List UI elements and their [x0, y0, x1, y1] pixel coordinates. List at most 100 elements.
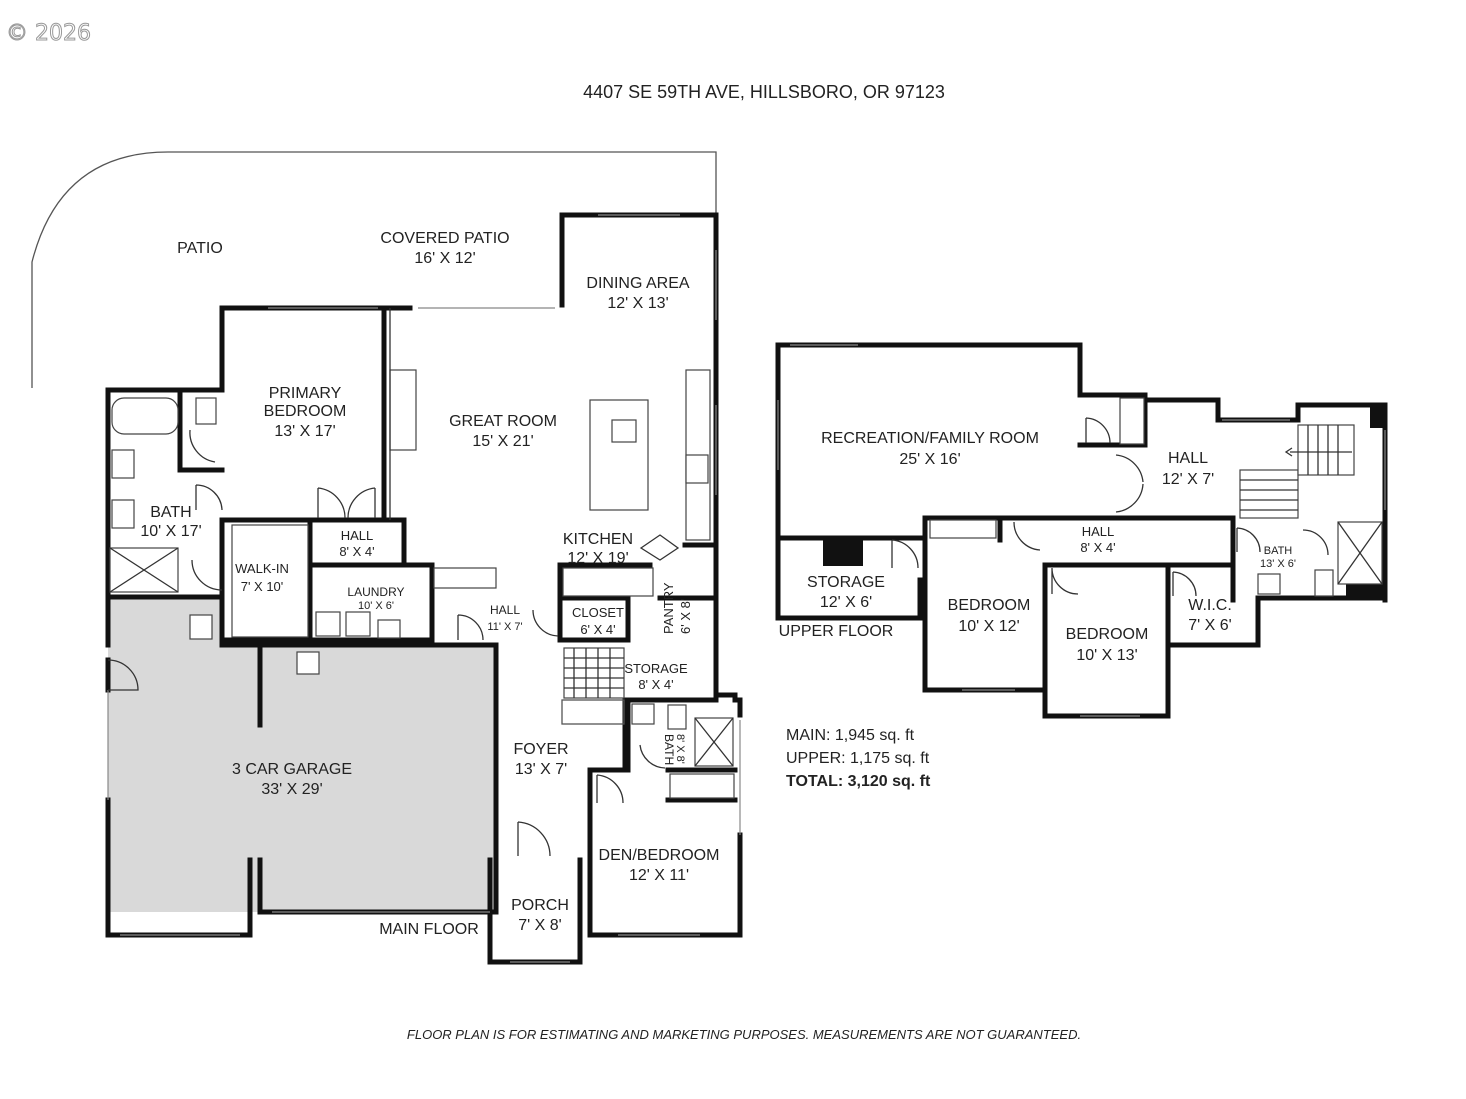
room-label-bath-small: BATH — [662, 734, 676, 765]
landing — [561, 699, 625, 725]
door-swing — [317, 487, 376, 519]
wall-block — [1346, 582, 1386, 600]
upper-exterior-walls — [775, 342, 1388, 719]
room-label-hall-2: HALL — [490, 603, 520, 617]
room-size-great-room: 15' X 21' — [472, 433, 533, 450]
room-label-bedroom-1: BEDROOM — [948, 597, 1031, 614]
room-label-bath-small-group: BATH 8' X 8' — [662, 734, 686, 765]
room-size-recreation: 25' X 16' — [899, 451, 960, 468]
upper-staircase — [1239, 424, 1355, 519]
door-swing — [1085, 417, 1111, 444]
door-swing — [639, 534, 680, 561]
area-main: MAIN: 1,945 sq. ft — [786, 727, 915, 744]
door-swing — [107, 659, 139, 691]
floor-label-main: MAIN FLOOR — [379, 921, 479, 938]
door-swing — [195, 484, 223, 511]
door-swing — [891, 539, 919, 569]
shower — [694, 717, 734, 767]
room-label-closet: CLOSET — [572, 605, 624, 620]
main-staircase — [563, 647, 625, 699]
patio-outline — [31, 151, 717, 388]
door-swing — [191, 559, 223, 591]
room-label-great-room: GREAT ROOM — [449, 413, 557, 430]
room-label-pantry: PANTRY — [661, 582, 676, 634]
room-label-storage-upper: STORAGE — [807, 574, 885, 591]
closet-outline — [231, 524, 309, 638]
range — [685, 454, 709, 484]
door-swing — [596, 774, 624, 804]
closet-rod — [1119, 397, 1145, 445]
room-size-dining: 12' X 13' — [607, 295, 668, 312]
room-size-porch: 7' X 8' — [518, 917, 561, 934]
water-heater — [189, 614, 213, 640]
main-floor-plan: PATIO COVERED PATIO 16' X 12' DINING ARE… — [31, 151, 743, 965]
fireplace — [389, 369, 417, 451]
room-label-primary-bedroom-1: PRIMARY — [269, 385, 342, 402]
room-label-dining: DINING AREA — [586, 275, 689, 292]
laundry-sink — [377, 619, 401, 639]
room-size-pantry: 6' X 8' — [678, 599, 693, 634]
closet-rod — [929, 519, 997, 539]
chimney-block — [823, 540, 863, 566]
door-swing — [532, 609, 559, 637]
door-swing — [189, 429, 216, 463]
room-size-primary-bedroom: 13' X 17' — [274, 423, 335, 440]
door-swing — [457, 614, 484, 641]
kitchen-island — [589, 399, 649, 511]
door-swing — [1302, 529, 1329, 556]
vanity-sink — [111, 499, 135, 529]
room-size-bedroom-1: 10' X 12' — [958, 618, 1019, 635]
room-size-closet: 6' X 4' — [580, 622, 615, 637]
room-label-bath-upper: BATH — [1264, 545, 1293, 557]
room-label-wic: W.I.C. — [1188, 597, 1232, 614]
room-label-pantry-group: PANTRY 6' X 8' — [661, 582, 693, 634]
room-label-recreation: RECREATION/FAMILY ROOM — [821, 430, 1039, 447]
room-size-walk-in: 7' X 10' — [241, 579, 284, 594]
property-address: 4407 SE 59TH AVE, HILLSBORO, OR 97123 — [583, 82, 945, 102]
room-size-storage: 8' X 4' — [638, 677, 673, 692]
room-label-garage: 3 CAR GARAGE — [232, 761, 352, 778]
room-size-bedroom-2: 10' X 13' — [1076, 647, 1137, 664]
room-label-foyer: FOYER — [513, 741, 568, 758]
room-label-porch: PORCH — [511, 897, 569, 914]
room-size-hall: 8' X 4' — [339, 544, 374, 559]
bathtub — [111, 397, 179, 435]
room-label-hall-upper: HALL — [1168, 450, 1208, 467]
room-size-covered-patio: 16' X 12' — [414, 250, 475, 267]
room-size-wic: 7' X 6' — [1188, 617, 1231, 634]
room-label-bedroom-2: BEDROOM — [1066, 626, 1149, 643]
copyright-watermark: © 2026 — [6, 21, 91, 46]
room-size-bath: 10' X 17' — [140, 523, 201, 540]
bench — [669, 773, 735, 799]
dryer — [345, 611, 371, 637]
shower — [109, 547, 179, 593]
vanity-sink — [111, 449, 135, 479]
upper-floor-plan: RECREATION/FAMILY ROOM 25' X 16' HALL 12… — [775, 342, 1388, 719]
bath-sink — [631, 703, 655, 725]
room-label-hall: HALL — [341, 528, 374, 543]
door-swing — [517, 821, 551, 857]
room-size-bath-small: 8' X 8' — [674, 734, 686, 764]
laundry-counter — [433, 567, 497, 589]
room-size-hall-upper: 12' X 7' — [1162, 471, 1214, 488]
room-size-kitchen: 12' X 19' — [567, 550, 628, 567]
room-size-storage-upper: 12' X 6' — [820, 594, 872, 611]
room-label-covered-patio: COVERED PATIO — [380, 230, 509, 247]
room-size-laundry: 10' X 6' — [358, 600, 394, 612]
room-label-den: DEN/BEDROOM — [599, 847, 720, 864]
toilet — [667, 704, 687, 730]
kitchen-counter-lower — [562, 567, 654, 597]
door-swing — [1172, 571, 1197, 597]
toilet — [195, 397, 217, 425]
room-size-den: 12' X 11' — [629, 867, 689, 884]
room-size-bath-upper: 13' X 6' — [1260, 558, 1296, 570]
area-total: TOTAL: 3,120 sq. ft — [786, 773, 931, 790]
room-size-hall-2: 11' X 7' — [487, 621, 522, 633]
floor-label-upper: UPPER FLOOR — [779, 623, 894, 640]
room-label-storage: STORAGE — [624, 661, 688, 676]
room-label-primary-bedroom-2: BEDROOM — [264, 403, 347, 420]
area-upper: UPPER: 1,175 sq. ft — [786, 750, 930, 767]
room-label-kitchen: KITCHEN — [563, 531, 633, 548]
washer — [315, 611, 341, 637]
bath-sink — [1257, 573, 1281, 595]
